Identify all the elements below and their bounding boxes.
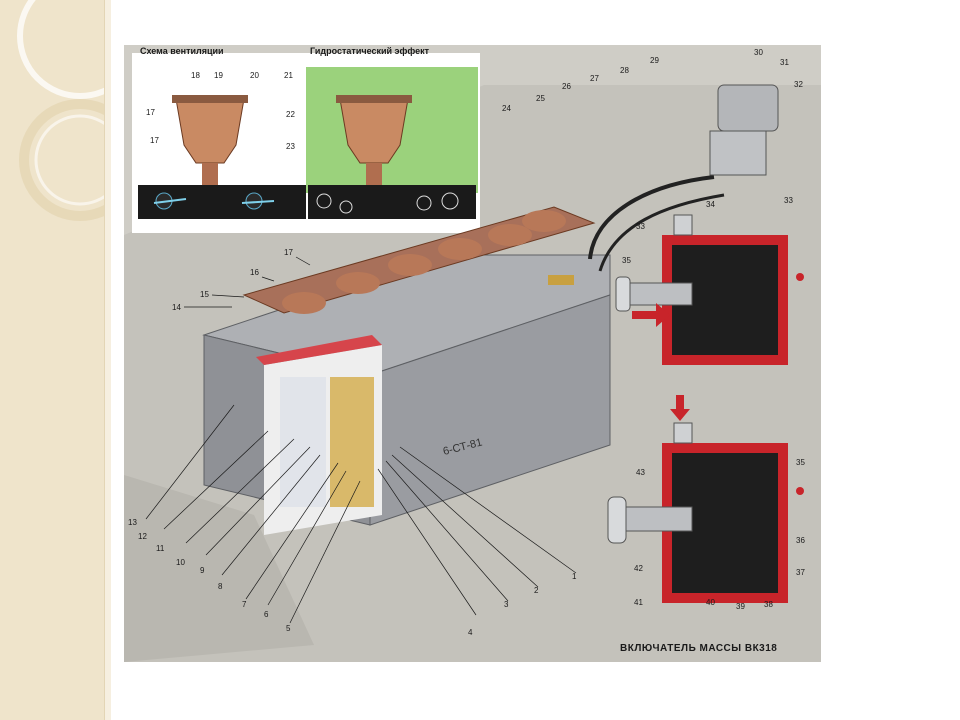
figure-caption: ВКЛЮЧАТЕЛЬ МАССЫ ВК318: [620, 643, 777, 654]
callout-4: 4: [468, 628, 473, 637]
callout-13: 13: [128, 518, 137, 527]
inset-panel: Схема вентиляции Гидростатический эффект…: [132, 46, 480, 233]
callout-37: 36: [796, 536, 805, 545]
callout-8: 8: [218, 582, 223, 591]
callout-20: 19: [214, 71, 223, 80]
callout-11: 11: [156, 544, 165, 553]
battery: 6-СТ-81: [202, 206, 611, 535]
callout-5: 5: [286, 624, 291, 633]
callout-33-top: 32: [794, 80, 803, 89]
callout-30: 29: [650, 56, 659, 65]
mass-switch-upper: [615, 214, 804, 365]
callout-17: 17: [284, 248, 293, 257]
callout-41: 40: [706, 598, 715, 607]
callout-12: 12: [138, 532, 147, 541]
callout-32: 31: [780, 58, 789, 67]
callout-17-inset: 17: [146, 108, 155, 117]
callout-28: 27: [590, 74, 599, 83]
callout-24: 23: [286, 142, 295, 151]
callout-15: 15: [200, 290, 209, 299]
callout-7: 7: [242, 600, 247, 609]
callout-31: 30: [754, 48, 763, 57]
callout-22: 21: [284, 71, 293, 80]
callout-19: 18: [191, 71, 200, 80]
decorative-side-panel: [0, 0, 104, 720]
battery-diagram-svg: Схема вентиляции Гидростатический эффект…: [124, 45, 821, 662]
callout-29: 28: [620, 66, 629, 75]
callout-25: 24: [502, 104, 511, 113]
callout-10: 10: [176, 558, 185, 567]
callout-6: 6: [264, 610, 269, 619]
ventilation-plug: [138, 95, 306, 219]
side-divider: [104, 0, 111, 720]
callout-36: 35: [796, 458, 805, 467]
callout-16: 16: [250, 268, 259, 277]
decorative-rings: [17, 0, 104, 221]
hydrostatic-plug: [308, 95, 476, 219]
callout-23: 22: [286, 110, 295, 119]
callout-21: 20: [250, 71, 259, 80]
callout-40: 39: [736, 602, 745, 611]
hydrostatic-effect-title: Гидростатический эффект: [310, 46, 430, 56]
remote-actuator: [709, 84, 779, 176]
callout-43: 42: [634, 564, 643, 573]
callout-1: 1: [572, 572, 577, 581]
callout-9: 9: [200, 566, 205, 575]
callout-2: 2: [534, 586, 539, 595]
callout-26: 25: [536, 94, 545, 103]
callout-33: 33: [636, 222, 645, 231]
leader-lines: [145, 256, 577, 624]
callout-39: 38: [764, 600, 773, 609]
callout-3: 3: [504, 600, 509, 609]
callout-35-top: 34: [706, 200, 715, 209]
callout-35: 35: [622, 256, 631, 265]
callout-42: 41: [634, 598, 643, 607]
callout-18: 17: [150, 136, 159, 145]
callout-44: 43: [636, 468, 645, 477]
callout-34: 33: [784, 196, 793, 205]
ventilation-scheme-title: Схема вентиляции: [140, 46, 224, 56]
mass-switch-lower: [607, 395, 804, 603]
callout-27: 26: [562, 82, 571, 91]
battery-illustration: Схема вентиляции Гидростатический эффект…: [124, 45, 821, 662]
callout-14: 14: [172, 303, 181, 312]
callout-38: 37: [796, 568, 805, 577]
